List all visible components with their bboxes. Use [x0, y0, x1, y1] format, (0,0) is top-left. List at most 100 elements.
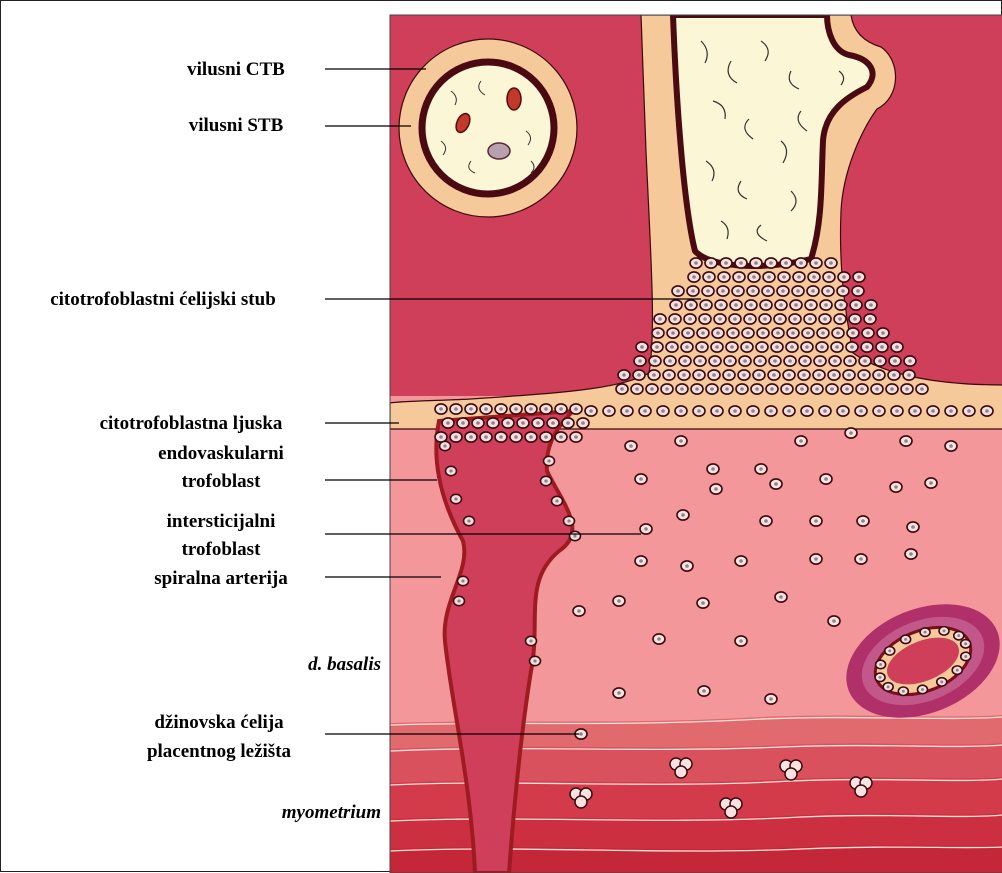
cell-nucleus	[773, 359, 777, 363]
cell-nucleus	[859, 557, 863, 561]
cell-nucleus	[650, 387, 654, 391]
label-endovascular-line1: endovaskularni	[121, 441, 321, 467]
cell-nucleus	[785, 387, 789, 391]
cell-nucleus	[555, 499, 558, 502]
cell-nucleus	[857, 275, 861, 279]
cell-nucleus	[787, 409, 791, 413]
cell-nucleus	[800, 387, 804, 391]
cell-nucleus	[875, 387, 879, 391]
cell-nucleus	[617, 599, 621, 603]
cell-nucleus	[895, 409, 899, 413]
cell-nucleus	[709, 261, 713, 265]
cell-nucleus	[567, 519, 570, 522]
cell-nucleus	[904, 638, 907, 641]
cell-nucleus	[698, 359, 702, 363]
cell-nucleus	[782, 275, 786, 279]
cell-nucleus	[499, 407, 503, 411]
cell-nucleus	[779, 303, 783, 307]
cell-nucleus	[823, 409, 827, 413]
cell-nucleus	[668, 359, 672, 363]
cell-nucleus	[622, 373, 626, 377]
cell-nucleus	[695, 387, 699, 391]
cell-nucleus	[956, 669, 959, 672]
cell-nucleus	[730, 345, 734, 349]
cell-nucleus	[841, 289, 845, 293]
cell-nucleus	[949, 409, 953, 413]
cell-nucleus	[812, 275, 816, 279]
giant-cell-lobe	[675, 766, 687, 778]
cell-nucleus	[716, 331, 720, 335]
label-decidua-basalis: d. basalis	[201, 652, 381, 678]
cell-nucleus	[713, 359, 717, 363]
cell-nucleus	[805, 345, 809, 349]
cell-nucleus	[827, 275, 831, 279]
cell-nucleus	[676, 289, 680, 293]
cell-nucleus	[888, 649, 891, 652]
cell-nucleus	[739, 261, 743, 265]
cell-nucleus	[921, 688, 924, 691]
cell-nucleus	[790, 345, 794, 349]
cell-nucleus	[748, 317, 752, 321]
cell-nucleus	[775, 345, 779, 349]
cell-nucleus	[734, 303, 738, 307]
cell-nucleus	[799, 439, 803, 443]
cell-nucleus	[731, 331, 735, 335]
cell-nucleus	[904, 439, 908, 443]
cell-nucleus	[711, 467, 715, 471]
cell-nucleus	[767, 275, 771, 279]
cell-nucleus	[574, 407, 578, 411]
cell-nucleus	[746, 331, 750, 335]
cell-nucleus	[849, 431, 853, 435]
cell-nucleus	[745, 345, 749, 349]
cell-nucleus	[815, 387, 819, 391]
cell-nucleus	[862, 373, 866, 377]
cell-nucleus	[514, 407, 518, 411]
cell-nucleus	[913, 409, 917, 413]
cell-nucleus	[752, 275, 756, 279]
cell-nucleus	[758, 359, 762, 363]
cell-nucleus	[781, 289, 785, 293]
cell-nucleus	[725, 387, 729, 391]
cell-nucleus	[943, 629, 946, 632]
cell-nucleus	[949, 444, 953, 448]
cell-nucleus	[836, 331, 840, 335]
cell-nucleus	[643, 409, 647, 413]
cell-nucleus	[692, 275, 696, 279]
cell-nucleus	[655, 345, 659, 349]
cell-nucleus	[691, 289, 695, 293]
cell-nucleus	[733, 409, 737, 413]
cell-nucleus	[818, 359, 822, 363]
cell-nucleus	[454, 407, 458, 411]
cell-nucleus	[823, 317, 827, 321]
label-interstitial-line1: intersticijalni	[121, 509, 321, 535]
cell-nucleus	[712, 373, 716, 377]
label-endovascular-line2: trofoblast	[121, 469, 321, 495]
cell-nucleus	[772, 373, 776, 377]
cell-nucleus	[742, 373, 746, 377]
cell-nucleus	[856, 289, 860, 293]
cell-nucleus	[964, 642, 967, 645]
cell-nucleus	[671, 331, 675, 335]
cell-nucleus	[877, 373, 881, 377]
label-villous-ctb: vilusni CTB	[151, 57, 321, 83]
cell-nucleus	[909, 552, 913, 556]
cell-nucleus	[751, 289, 755, 293]
cell-nucleus	[685, 345, 689, 349]
cell-nucleus	[859, 409, 863, 413]
cell-nucleus	[506, 421, 510, 425]
cell-nucleus	[679, 409, 683, 413]
cell-nucleus	[842, 275, 846, 279]
cell-nucleus	[764, 303, 768, 307]
cell-nucleus	[755, 387, 759, 391]
cell-nucleus	[878, 359, 882, 363]
cell-nucleus	[881, 331, 885, 335]
cell-nucleus	[821, 331, 825, 335]
cell-nucleus	[728, 359, 732, 363]
label-myometrium: myometrium	[201, 800, 381, 826]
cell-nucleus	[868, 317, 872, 321]
cell-nucleus	[788, 359, 792, 363]
cell-nucleus	[657, 637, 661, 641]
cell-nucleus	[658, 317, 662, 321]
cell-nucleus	[887, 685, 890, 688]
cell-nucleus	[830, 387, 834, 391]
